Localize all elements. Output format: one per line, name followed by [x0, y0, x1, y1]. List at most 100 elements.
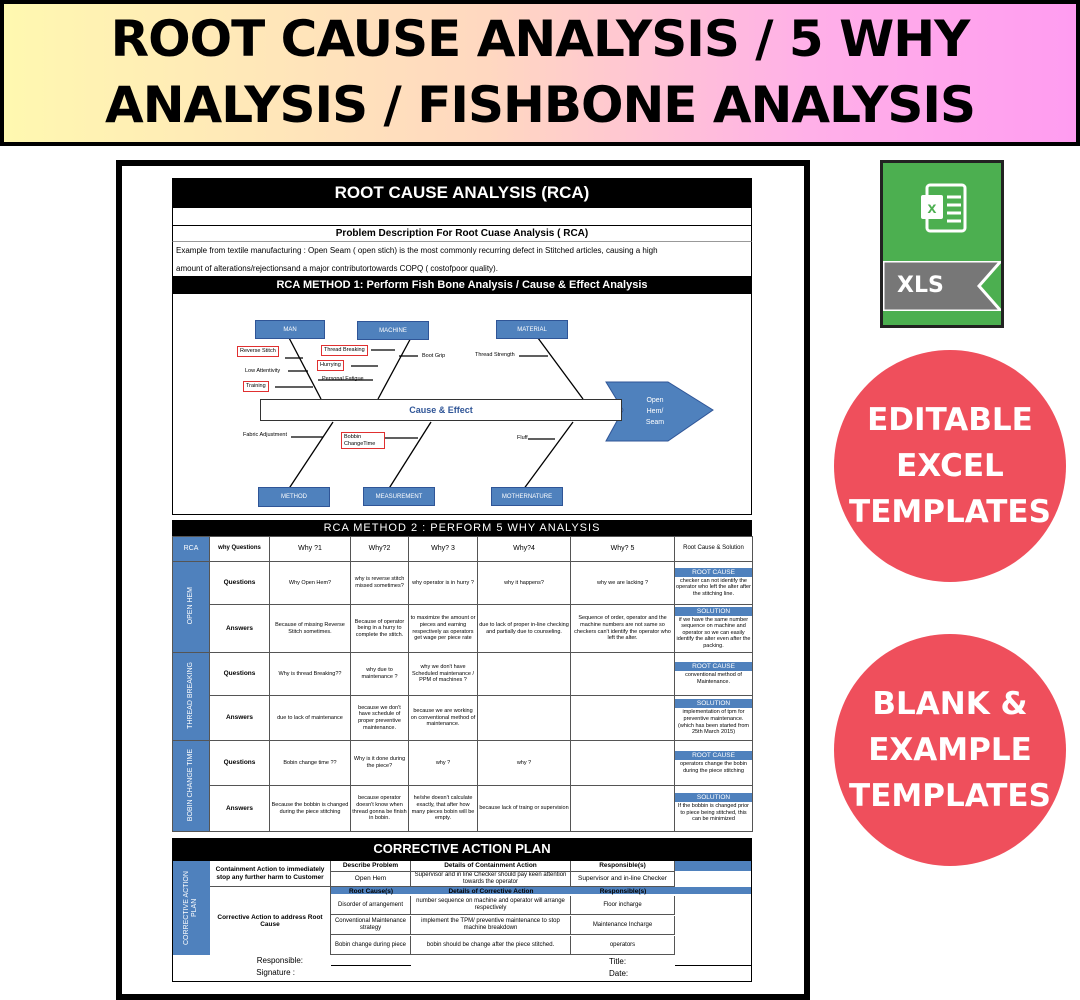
blank-line-2: EXAMPLE [868, 732, 1032, 768]
cause-boot-grip: Boot Grip [422, 353, 446, 359]
fishbone-lines [275, 333, 714, 491]
why-cell [570, 785, 675, 832]
containment-responsible: Supervisor and in-line Checker [571, 871, 675, 887]
date-label: Date: [609, 968, 629, 978]
why-cell: because lack of traing or supervision [477, 785, 571, 832]
root-cause-text: operators change the bobin during the pi… [680, 760, 747, 774]
method2-header: RCA METHOD 2 : PERFORM 5 WHY ANALYSIS [172, 520, 752, 536]
title-banner: ROOT CAUSE ANALYSIS / 5 WHY ANALYSIS / F… [0, 0, 1080, 146]
cap-table: CORRECTIVE ACTION PLAN Containment Actio… [172, 860, 752, 982]
why-cell: why ? [408, 740, 478, 786]
header-rca: RCA [172, 536, 210, 562]
category-machine: MACHINE [357, 321, 429, 340]
cap-blue-band-2 [331, 887, 751, 894]
cause-reverse-stitch: Reverse Stitch [237, 346, 279, 357]
why-cell: because operator doesn't know when threa… [350, 785, 409, 832]
signature-label: Signature : [256, 968, 295, 978]
why-cell: Because the bobbin is changed during the… [269, 785, 351, 832]
banner-line-1: ROOT CAUSE ANALYSIS / 5 WHY [110, 10, 971, 68]
fishbone-diagram: MAN MACHINE MATERIAL METHOD MEASUREMENT … [172, 293, 752, 515]
cause-training: Training [243, 381, 269, 392]
why-cell: why operator is in hurry ? [408, 561, 478, 605]
cause-thread-strength: Thread Strength [475, 352, 515, 358]
cause-fabric-adjustment: Fabric Adjustment [243, 432, 288, 438]
root-cause-band: ROOT CAUSE [675, 750, 752, 760]
xls-ribbon: XLS [881, 259, 1005, 313]
corrective-rc-cell: Conventional Maintenance strategy [331, 916, 411, 935]
category-method: METHOD [258, 487, 330, 507]
answers-label: Answers [209, 604, 270, 653]
why-cell: why is reverse stitch missed sometimes? [350, 561, 409, 605]
problem-text-1: Example from textile manufacturing : Ope… [176, 246, 658, 255]
containment-action-text: Supervisor and in line Checker should pa… [411, 871, 571, 887]
answers-label: Answers [209, 695, 270, 741]
xls-label: XLS [897, 273, 944, 298]
editable-line-2: EXCEL [896, 448, 1004, 484]
responsible-label: Responsible: [256, 956, 303, 966]
solution-text: If the bobbin is changed prior to piece … [678, 803, 749, 823]
containment-label: Containment Action to immediately stop a… [210, 861, 331, 887]
bone-method [287, 421, 334, 491]
why-cell [570, 740, 675, 786]
header-why-4: Why?4 [477, 536, 571, 562]
problem-header: Problem Description For Root Cuase Analy… [172, 226, 752, 241]
group-label: OPEN HEM [172, 561, 210, 653]
why-cell: because we don't have schedule of proper… [350, 695, 409, 741]
corrective-resp-cell: operators [571, 936, 675, 955]
blank-row [172, 208, 752, 226]
solution-text: if we have the same number sequence on m… [676, 616, 751, 649]
svg-text:x: x [928, 200, 937, 217]
root-cause-band: ROOT CAUSE [675, 567, 752, 577]
answers-label: Answers [209, 785, 270, 832]
why-cell: why due to maintenance ? [350, 652, 409, 696]
cap-header: CORRECTIVE ACTION PLAN [172, 838, 752, 860]
bone-man [286, 333, 322, 400]
why-cell: Why is thread Breaking?? [269, 652, 351, 696]
effect-head-label: Open Hem/ Seam [645, 397, 665, 426]
sheet-title: ROOT CAUSE ANALYSIS (RCA) [172, 178, 752, 208]
why-cell: why we are lacking ? [570, 561, 675, 605]
problem-description: Example from textile manufacturing : Ope… [172, 241, 752, 277]
responsible-header-2: Responsible(s) [599, 887, 647, 895]
why-cell: Why is it done during the piece? [350, 740, 409, 786]
effect-spine-box: Cause & Effect [260, 399, 622, 421]
problem-text-2: amount of alterations/rejectionsand a ma… [176, 264, 498, 273]
corrective-label: Corrective Action to address Root Cause [210, 887, 331, 955]
why-cell: he/she doesn't calculate exactly, that a… [408, 785, 478, 832]
corrective-detail-cell: bobin should be change after the piece s… [411, 936, 571, 955]
category-man: MAN [255, 320, 325, 339]
solution-band: SOLUTION [675, 793, 752, 803]
cause-personal-fatigue: Personal Fatigue [322, 376, 364, 382]
corrective-rc-cell: Disorder of arrangement [331, 896, 411, 915]
why-cell: because we are working on conventional m… [408, 695, 478, 741]
category-measurement: MEASUREMENT [363, 487, 435, 506]
cap-side-label: CORRECTIVE ACTION PLAN [173, 861, 210, 955]
root-cause-band: ROOT CAUSE [675, 661, 752, 671]
root-cause-text: conventional method of Maintenance. [685, 671, 742, 685]
cause-fluff: Fluff [517, 435, 528, 441]
blank-example-badge: BLANK & EXAMPLE TEMPLATES [834, 634, 1066, 866]
category-mothernature: MOTHERNATURE [491, 487, 563, 506]
effect-arrow-head [605, 381, 714, 442]
solution-band: SOLUTION [675, 699, 752, 709]
why-cell: Why Open Hem? [269, 561, 351, 605]
editable-line-3: TEMPLATES [849, 494, 1051, 530]
bone-material [534, 333, 584, 400]
why-cell [570, 652, 675, 696]
describe-problem-header: Describe Problem [331, 861, 411, 871]
header-why-1: Why ?1 [269, 536, 351, 562]
corrective-detail-cell: number sequence on machine and operator … [411, 896, 571, 915]
why-cell: Sequence of order, operator and the mach… [570, 604, 675, 653]
why-cell: due to lack of maintenance [269, 695, 351, 741]
title-line [675, 965, 751, 966]
why-cell: Because of operator being in a hurry to … [350, 604, 409, 653]
five-why-table: RCA why Questions Why ?1 Why?2 Why? 3 Wh… [172, 536, 753, 833]
bone-machine [377, 333, 414, 400]
bone-measurement [387, 421, 432, 491]
group-label: BOBIN CHANGE TIME [172, 740, 210, 832]
corrective-rc-cell: Bobin change during piece [331, 936, 411, 955]
